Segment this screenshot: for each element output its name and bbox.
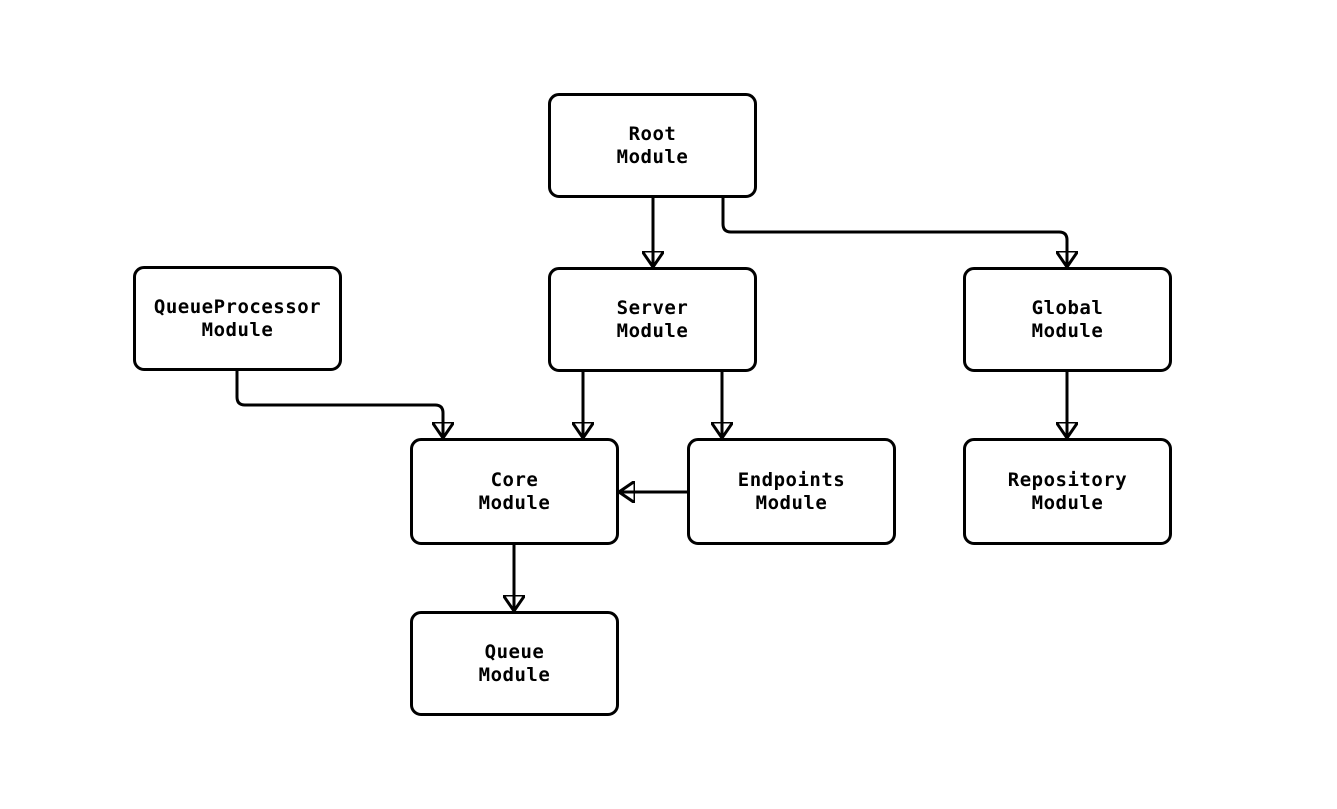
- node-server-module-label: Server Module: [616, 296, 689, 342]
- node-queueprocessor-module-label: QueueProcessor Module: [153, 295, 322, 341]
- node-global-module-label: Global Module: [1031, 296, 1104, 342]
- node-core-module-label: Core Module: [478, 468, 551, 514]
- node-queue-module-label: Queue Module: [478, 640, 551, 686]
- node-repository-module: Repository Module: [963, 438, 1172, 545]
- node-root-module-label: Root Module: [616, 122, 689, 168]
- node-core-module: Core Module: [410, 438, 619, 545]
- edge-root-to-global: [721, 198, 1067, 266]
- node-repository-module-label: Repository Module: [1007, 468, 1128, 514]
- node-global-module: Global Module: [963, 267, 1172, 372]
- node-queue-module: Queue Module: [410, 611, 619, 716]
- node-endpoints-module: Endpoints Module: [687, 438, 896, 545]
- node-endpoints-module-label: Endpoints Module: [737, 468, 846, 514]
- edge-queueprocessor-to-core: [235, 371, 443, 437]
- node-root-module: Root Module: [548, 93, 757, 198]
- node-server-module: Server Module: [548, 267, 757, 372]
- node-queueprocessor-module: QueueProcessor Module: [133, 266, 342, 371]
